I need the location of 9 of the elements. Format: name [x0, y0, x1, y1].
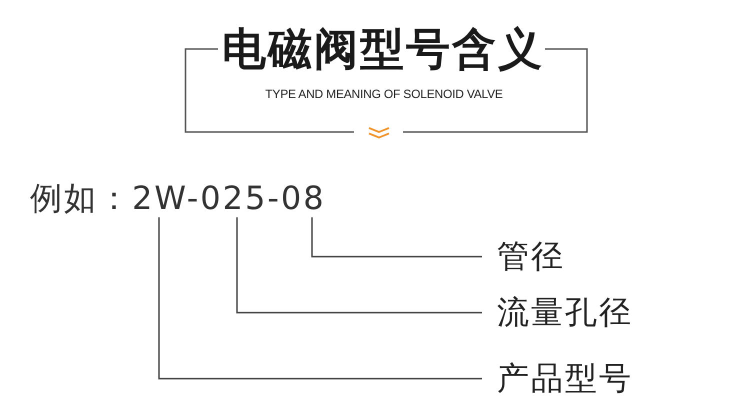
model-code: 例如：2W-025-08 — [30, 181, 326, 216]
subtitle: TYPE AND MEANING OF SOLENOID VALVE — [265, 88, 503, 102]
meaning-label: 产品型号 — [482, 361, 633, 396]
meaning-label: 流量孔径 — [482, 295, 633, 330]
leader-line — [236, 217, 482, 314]
meaning-label: 管径 — [482, 239, 565, 274]
title: 电磁阀型号含义 — [222, 26, 544, 74]
leader-line — [158, 217, 482, 380]
leader-line — [311, 217, 482, 258]
